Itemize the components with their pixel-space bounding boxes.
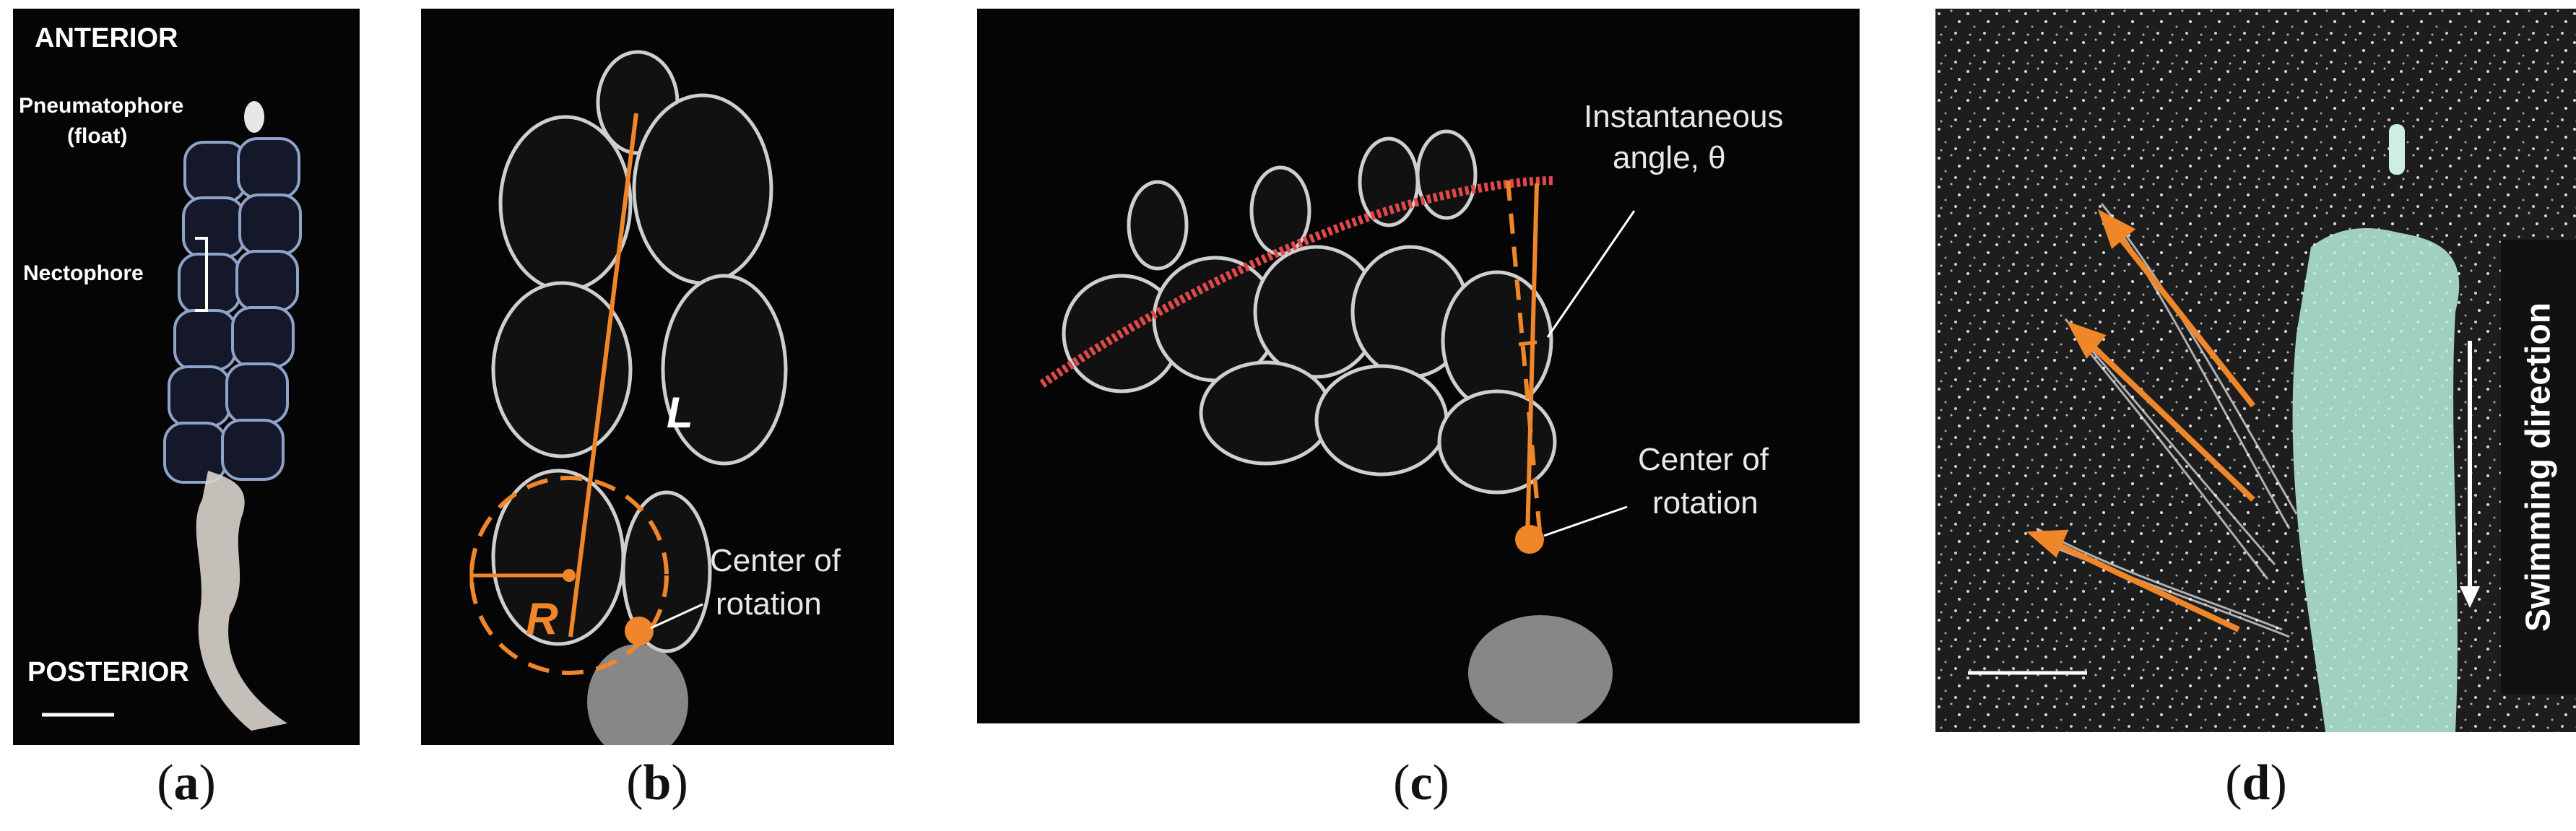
panel-a-photo: ANTERIOR Pneumatophore (float) Nectophor… <box>13 9 360 745</box>
stem-tissue <box>587 644 688 745</box>
panel-d-graphics <box>1935 9 2576 732</box>
flow-streaks <box>2036 203 2298 638</box>
panel-d-photo: Swimming direction <box>1935 9 2576 732</box>
center-label-c-1: Center of <box>1638 442 1769 477</box>
center-label-c-2: rotation <box>1652 485 1758 521</box>
angle-pointer <box>1546 210 1636 338</box>
anterior-label: ANTERIOR <box>35 23 178 53</box>
pneumatophore-float <box>244 101 264 133</box>
panel-b-photo: L R Center of rotation <box>421 9 894 745</box>
center-label-b-1: Center of <box>710 543 841 578</box>
reference-dashed-line <box>1506 180 1543 540</box>
center-of-rotation-dot-c <box>1515 525 1544 554</box>
siphosome-tissue <box>196 471 287 731</box>
pneumatophore-label: Pneumatophore <box>19 94 184 118</box>
center-of-rotation-dot <box>625 617 654 645</box>
angle-marker <box>1518 340 1538 347</box>
instantaneous-axis-line <box>1525 183 1539 538</box>
swimming-direction-label: Swimming direction <box>2519 302 2558 632</box>
flow-arrows <box>2026 209 2256 632</box>
center-pointer-c <box>1543 505 1628 537</box>
posterior-label: POSTERIOR <box>27 657 189 687</box>
center-label-b-2: rotation <box>716 586 822 622</box>
panel-c-graphics <box>1039 129 1636 723</box>
panel-c-photo: Instantaneous angle, θ Center of rotatio… <box>977 9 1860 723</box>
caption-b: (b) <box>626 755 688 811</box>
animal-body-d <box>2292 228 2460 732</box>
nectophore-bracket <box>195 237 208 312</box>
caption-a: (a) <box>157 755 216 811</box>
rotation-radius-circle <box>469 476 669 675</box>
float-label: (float) <box>67 124 128 148</box>
caption-c: (c) <box>1393 755 1449 811</box>
pneumatophore-d <box>2389 124 2405 175</box>
center-pointer <box>650 603 703 630</box>
nectosome-body <box>163 137 302 484</box>
swimming-direction-box <box>2501 240 2576 695</box>
stem-tissue-c <box>1468 615 1613 723</box>
length-line <box>568 113 638 638</box>
nectophore-label: Nectophore <box>23 261 144 285</box>
nectophore-outlines-c <box>1062 129 1557 495</box>
angle-label-2: angle, θ <box>1613 140 1726 175</box>
angle-label-1: Instantaneous <box>1584 99 1784 134</box>
caption-d: (d) <box>2225 755 2287 811</box>
radius-label: R <box>526 594 558 644</box>
length-label: L <box>667 388 693 437</box>
tip-trajectory-trace <box>1039 176 1556 388</box>
panel-a-graphics <box>42 101 302 731</box>
radius-end-dot <box>563 569 576 582</box>
panel-b-graphics <box>469 50 788 745</box>
swimming-direction-arrowhead <box>2460 586 2480 608</box>
